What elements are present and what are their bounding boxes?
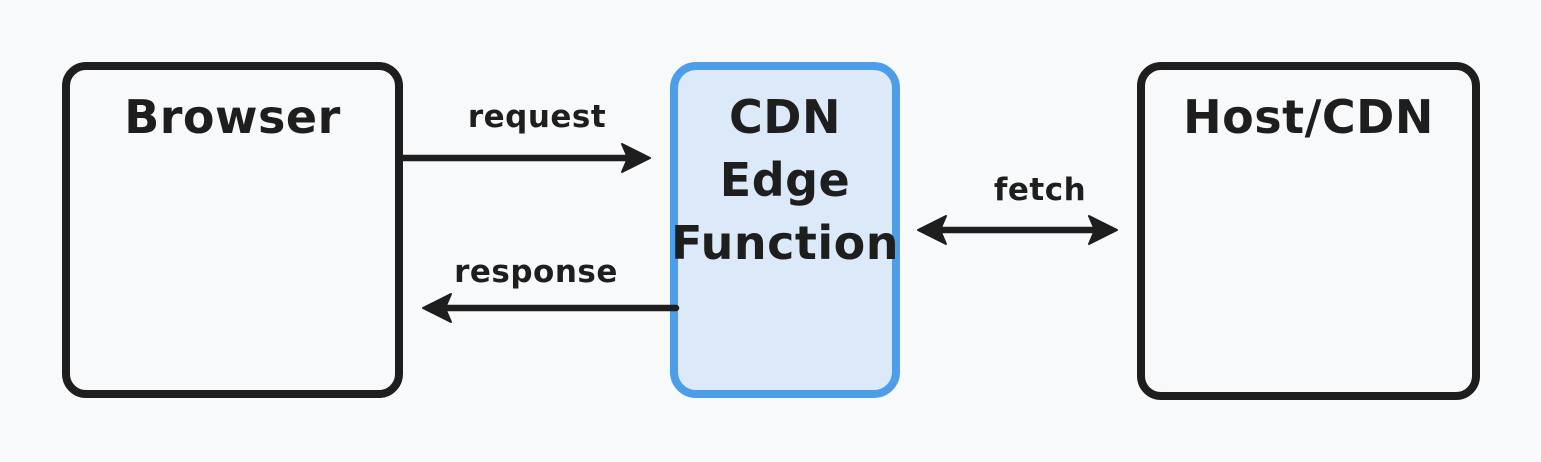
node-cdn-label-line-1: CDN <box>729 90 841 144</box>
node-host-cdn: Host/CDN <box>1137 62 1480 400</box>
node-browser-label: Browser <box>124 90 341 144</box>
edge-label-request: request <box>467 99 607 135</box>
request-arrow <box>399 143 651 173</box>
node-cdn-label-line-3: Function <box>671 216 900 270</box>
edge-label-fetch: fetch <box>993 172 1087 208</box>
edge-label-response: response <box>454 254 618 290</box>
node-browser: Browser <box>62 62 403 398</box>
node-host-cdn-label: Host/CDN <box>1183 90 1434 144</box>
node-cdn-label-line-2: Edge <box>719 153 851 207</box>
node-cdn-edge-function: CDN Edge Function <box>670 62 900 398</box>
node-cdn-edge-function-label: CDN Edge Function <box>671 86 899 390</box>
response-arrow <box>422 293 680 323</box>
fetch-arrow <box>917 215 1118 245</box>
